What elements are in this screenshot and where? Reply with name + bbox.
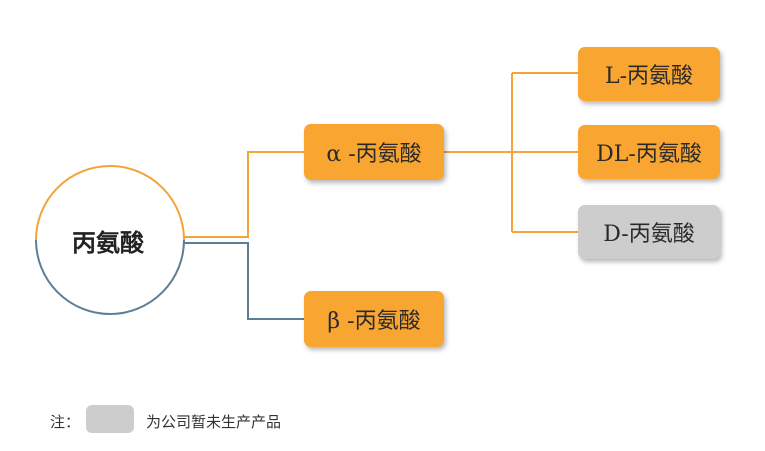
legend-prefix: 注： [50,413,81,431]
connector-root-to-alpha [184,151,304,238]
node-beta-alanine: β -丙氨酸 [304,291,444,347]
connector-root-to-beta [184,242,304,320]
legend-text: 为公司暂未生产产品 [146,413,282,431]
node-d-alanine: D-丙氨酸 [578,205,720,259]
node-dl-alanine: DL-丙氨酸 [578,125,720,179]
root-circle-bottom-arc [35,239,185,315]
root-circle-top-arc [35,165,185,241]
node-alpha-alanine: α -丙氨酸 [304,124,444,180]
root-node-label: 丙氨酸 [72,228,144,257]
legend-gray-swatch [86,405,134,433]
node-l-alanine: L-丙氨酸 [578,47,720,101]
